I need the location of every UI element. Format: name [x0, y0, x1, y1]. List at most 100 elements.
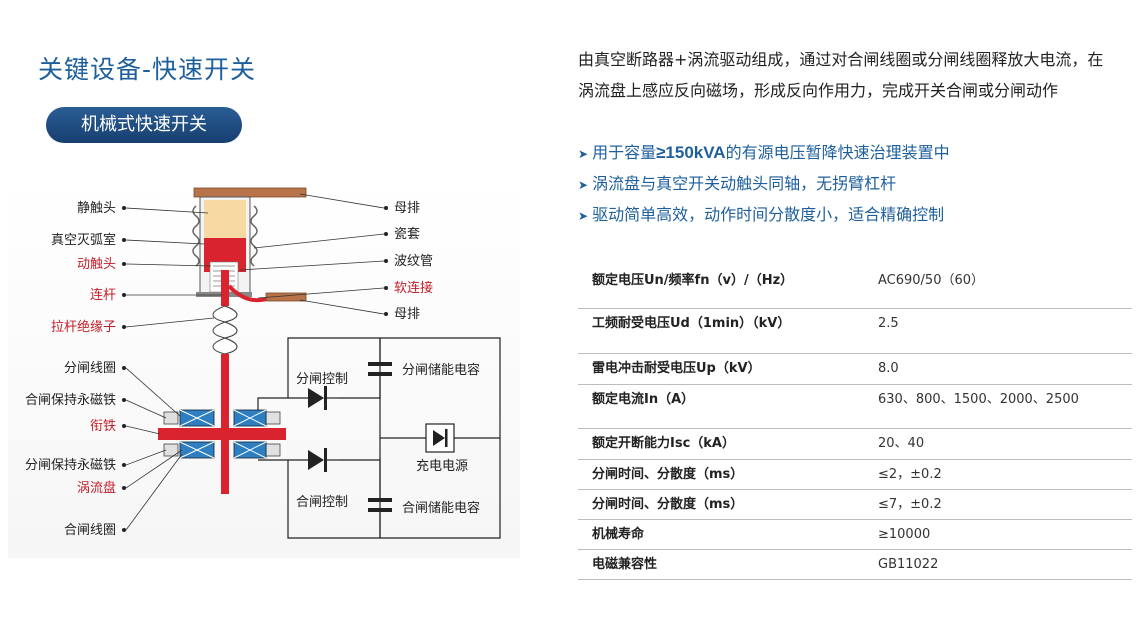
spec-value: ≤2，±0.2: [878, 467, 942, 482]
callout-leader: [125, 367, 181, 417]
spec-param: 分闸时间、分散度（ms）: [592, 467, 744, 482]
right-callout-label: 波纹管: [394, 254, 433, 269]
spec-param: 机械寿命: [592, 527, 645, 542]
left-callout-label: 真空灭弧室: [51, 232, 116, 248]
charging-source: [425, 423, 455, 453]
left-callout-label: 衔铁: [90, 419, 116, 434]
spec-row: 电磁兼容性 GB11022: [578, 550, 1132, 580]
spec-value: GB11022: [878, 557, 939, 572]
open-capacitor: [368, 362, 392, 376]
feature-text: 用于容量: [592, 143, 657, 162]
spec-row: 机械寿命≥10000: [578, 520, 1132, 550]
left-callout-label: 分闸保持永磁铁: [25, 458, 116, 473]
callout-leader: [299, 193, 385, 209]
right-callout-label: 母排: [394, 307, 420, 322]
open-control-diode: [308, 386, 338, 410]
spec-row: 工频耐受电压Ud（1min）（kV） 2.5: [578, 309, 1132, 354]
switch-structure-diagram: 静触头真空灭弧室动触头连杆拉杆绝缘子分闸线圈合闸保持永磁铁衔铁分闸保持永磁铁涡流…: [8, 178, 520, 558]
spec-row: 分闸时间、分散度（ms） ≤7，±0.2: [578, 490, 1132, 520]
callout-dot: [384, 232, 388, 236]
arrow-icon: ➤: [578, 178, 589, 192]
right-callout-label: 软连接: [394, 280, 433, 296]
circuit-label-open-capacitor: 分闸储能电容: [402, 362, 480, 378]
callout-leader: [125, 263, 212, 267]
spec-table: 额定电压Un/频率fn（v）/（Hz）AC690/50（60）工频耐受电压Ud（…: [578, 266, 1132, 580]
feature-text: 涡流盘与真空开关动触头同轴，无拐臂杠杆: [592, 174, 897, 193]
spec-param: 分闸时间、分散度（ms）: [592, 497, 744, 512]
callout-dot: [122, 293, 126, 297]
spec-value: 8.0: [878, 361, 899, 376]
close-control-diode: [308, 448, 338, 472]
connecting-rod: [221, 270, 229, 306]
left-callout-label: 动触头: [77, 257, 116, 272]
callout-leader: [299, 299, 385, 315]
spec-value: 2.5: [878, 316, 899, 331]
armature: [158, 428, 286, 440]
open-hold-magnet: [163, 443, 179, 457]
callout-dot: [122, 528, 126, 532]
callout-leader: [125, 425, 161, 435]
right-callout-label: 瓷套: [394, 226, 420, 242]
page-title: 关键设备-快速开关: [38, 55, 257, 84]
feature-item: ➤用于容量≥150kVA的有源电压暂降快速治理装置中: [578, 137, 1118, 168]
feature-item: ➤驱动简单高效，动作时间分散度小，适合精确控制: [578, 199, 1118, 230]
callout-dot: [122, 206, 126, 210]
callout-dot: [122, 262, 126, 266]
callout-leader: [125, 207, 209, 214]
spec-param: 额定电流In（A）: [592, 392, 695, 407]
callout-leader: [125, 317, 215, 328]
left-callout-label: 合闸线圈: [64, 523, 116, 538]
spec-row: 额定电流In（A） 630、800、1500、2000、2500: [578, 385, 1132, 429]
callout-dot: [384, 206, 388, 210]
intro-text: 由真空断路器+涡流驱动组成，通过对合闸线圈或分闸线圈释放大电流，在涡流盘上感应反…: [578, 50, 1104, 100]
left-callout-label: 静触头: [77, 201, 116, 216]
feature-text: 的有源电压暂降快速治理装置中: [725, 143, 950, 162]
arrow-icon: ➤: [578, 147, 589, 161]
callout-leader: [125, 449, 183, 489]
spec-row: 分闸时间、分散度（ms） ≤2，±0.2: [578, 460, 1132, 490]
spec-param: 工频耐受电压Ud（1min）（kV）: [592, 316, 791, 331]
callout-dot: [384, 286, 388, 290]
right-callout-label: 母排: [394, 201, 420, 216]
callout-dot: [122, 463, 126, 467]
spec-param: 电磁兼容性: [592, 557, 658, 572]
left-callout-label: 涡流盘: [77, 480, 116, 496]
spec-param: 额定电压Un/频率fn（v）/（Hz）: [592, 273, 794, 288]
static-contact: [204, 200, 246, 238]
left-callout-label: 分闸线圈: [64, 361, 116, 376]
callout-leader: [239, 260, 385, 271]
callout-dot: [122, 238, 126, 242]
callout-dot: [122, 424, 126, 428]
spec-value: 630、800、1500、2000、2500: [878, 392, 1079, 407]
feature-text: 驱动简单高效，动作时间分散度小，适合精确控制: [592, 205, 945, 224]
callout-leader: [125, 239, 205, 245]
right-spring: [250, 205, 258, 267]
spec-row: 额定开断能力Isc（kA）20、40: [578, 429, 1132, 460]
callout-leader: [257, 287, 385, 299]
subtitle-badge: 机械式快速开关: [46, 107, 242, 143]
circuit-label-close-capacitor: 合闸储能电容: [402, 500, 480, 516]
circuit-label-charging-source: 充电电源: [416, 458, 468, 474]
circuit-label-close-control: 合闸控制: [296, 495, 348, 510]
spec-param: 雷电冲击耐受电压Up（kV）: [592, 361, 761, 376]
circuit-label-open-control: 分闸控制: [296, 372, 348, 387]
close-capacitor: [368, 498, 392, 512]
spec-row: 雷电冲击耐受电压Up（kV） 8.0: [578, 354, 1132, 385]
close-hold-magnet: [163, 411, 179, 425]
arrow-icon: ➤: [578, 209, 589, 223]
feature-list: ➤用于容量≥150kVA的有源电压暂降快速治理装置中 ➤涡流盘与真空开关动触头同…: [578, 137, 1118, 230]
callout-dot: [384, 312, 388, 316]
close-coil: [179, 441, 267, 459]
callout-leader: [125, 449, 167, 466]
open-coil: [179, 409, 267, 427]
callout-dot: [122, 486, 126, 490]
callout-leader: [125, 399, 167, 419]
spec-row: 额定电压Un/频率fn（v）/（Hz）AC690/50（60）: [578, 266, 1132, 309]
left-callout-label: 合闸保持永磁铁: [25, 393, 116, 408]
left-callout-label: 连杆: [90, 287, 116, 303]
spec-value: 20、40: [878, 436, 925, 451]
spec-value: ≤7，±0.2: [878, 497, 942, 512]
callout-dot: [122, 325, 126, 329]
feature-item: ➤涡流盘与真空开关动触头同轴，无拐臂杠杆: [578, 168, 1118, 199]
callout-dot: [384, 259, 388, 263]
